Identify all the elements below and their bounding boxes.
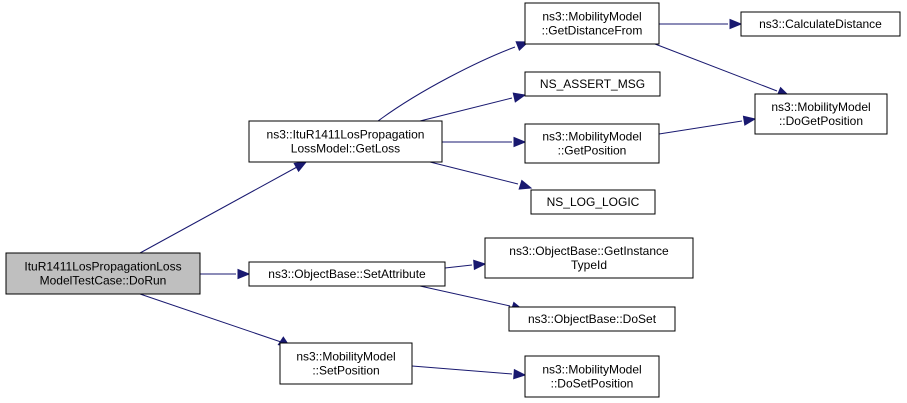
edge-line bbox=[419, 97, 513, 122]
edge-line bbox=[444, 264, 473, 269]
node-label-line: NS_LOG_LOGIC bbox=[547, 195, 640, 209]
node-label-line: ItuR1411LosPropagationLoss bbox=[24, 260, 181, 274]
node-ns_log_logic[interactable]: NS_LOG_LOGIC bbox=[530, 189, 656, 215]
node-box[interactable] bbox=[248, 261, 446, 287]
node-label-line: ns3::MobilityModel bbox=[542, 363, 641, 377]
edge-getposition-to-dogetposition bbox=[658, 115, 757, 135]
edge-setposition-to-dosetposition bbox=[411, 365, 527, 380]
node-label-line: ::DoSetPosition bbox=[551, 377, 634, 391]
node-label-line: TypeId bbox=[571, 258, 607, 272]
edge-dorun-to-setattribute bbox=[200, 268, 251, 280]
node-calculatedistance[interactable]: ns3::CalculateDistance bbox=[740, 11, 901, 37]
edge-line bbox=[139, 166, 298, 254]
edge-line bbox=[658, 120, 743, 135]
edge-dorun-to-setposition bbox=[139, 293, 292, 348]
node-box[interactable] bbox=[524, 2, 660, 45]
node-label-line: ns3::ItuR1411LosPropagation bbox=[267, 128, 425, 142]
node-label-line: ::SetPosition bbox=[312, 364, 379, 378]
node-setposition[interactable]: ns3::MobilityModel::SetPosition bbox=[279, 342, 413, 385]
arrowhead-icon bbox=[729, 18, 743, 30]
node-label-line: ns3::MobilityModel bbox=[771, 100, 870, 114]
node-box[interactable] bbox=[5, 252, 201, 295]
edge-getdistancefrom-to-calculatedistance bbox=[659, 18, 743, 30]
node-label-line: ns3::MobilityModel bbox=[296, 350, 395, 364]
edge-setattribute-to-getinstancetypeid bbox=[444, 259, 487, 271]
node-dorun[interactable]: ItuR1411LosPropagationLossModelTestCase:… bbox=[5, 252, 201, 295]
node-label-line: ns3::ObjectBase::SetAttribute bbox=[268, 267, 426, 281]
node-box[interactable] bbox=[248, 120, 443, 163]
node-box[interactable] bbox=[279, 342, 413, 385]
edge-getloss-to-getposition bbox=[442, 136, 527, 148]
node-doset[interactable]: ns3::ObjectBase::DoSet bbox=[508, 306, 676, 332]
node-label-line: ::GetDistanceFrom bbox=[542, 24, 643, 38]
arrowhead-icon bbox=[512, 92, 527, 103]
edge-line bbox=[429, 161, 519, 185]
edge-setattribute-to-doset bbox=[419, 285, 525, 312]
arrowhead-icon bbox=[742, 115, 757, 126]
edge-line bbox=[419, 285, 511, 307]
node-label-line: ::GetPosition bbox=[558, 144, 627, 158]
edge-line bbox=[654, 43, 778, 92]
edge-getloss-to-getdistancefrom bbox=[377, 41, 530, 122]
arrowhead-icon bbox=[293, 161, 308, 173]
node-label-line: ::DoGetPosition bbox=[779, 114, 863, 128]
node-dosetposition[interactable]: ns3::MobilityModel::DoSetPosition bbox=[524, 355, 660, 398]
node-setattribute[interactable]: ns3::ObjectBase::SetAttribute bbox=[248, 261, 446, 287]
nodes-layer: ItuR1411LosPropagationLossModelTestCase:… bbox=[5, 2, 901, 398]
node-dogetposition[interactable]: ns3::MobilityModel::DoGetPosition bbox=[754, 93, 888, 135]
node-label-line: ns3::ObjectBase::GetInstance bbox=[509, 244, 669, 258]
node-getposition[interactable]: ns3::MobilityModel::GetPosition bbox=[524, 123, 660, 164]
node-label-line: ns3::CalculateDistance bbox=[759, 17, 882, 31]
node-label-line: NS_ASSERT_MSG bbox=[540, 77, 645, 91]
edge-dorun-to-getloss bbox=[139, 161, 308, 254]
node-box[interactable] bbox=[524, 355, 660, 398]
edge-line bbox=[377, 46, 516, 122]
node-box[interactable] bbox=[740, 11, 901, 37]
edge-line bbox=[139, 293, 285, 344]
edge-getdistancefrom-to-dogetposition bbox=[654, 43, 791, 97]
arrowhead-icon bbox=[513, 136, 527, 148]
edge-line bbox=[411, 365, 513, 375]
edge-getloss-to-ns_log_logic bbox=[429, 161, 533, 190]
node-box[interactable] bbox=[530, 189, 656, 215]
node-label-line: ns3::MobilityModel bbox=[542, 130, 641, 144]
arrowhead-icon bbox=[518, 179, 533, 190]
node-getdistancefrom[interactable]: ns3::MobilityModel::GetDistanceFrom bbox=[524, 2, 660, 45]
node-ns_assert_msg[interactable]: NS_ASSERT_MSG bbox=[524, 71, 661, 97]
node-getloss[interactable]: ns3::ItuR1411LosPropagationLossModel::Ge… bbox=[248, 120, 443, 163]
node-label-line: ns3::ObjectBase::DoSet bbox=[528, 312, 657, 326]
arrowhead-icon bbox=[237, 268, 251, 280]
node-box[interactable] bbox=[484, 237, 694, 279]
node-box[interactable] bbox=[524, 123, 660, 164]
node-label-line: LossModel::GetLoss bbox=[291, 142, 400, 156]
edges-layer bbox=[139, 18, 791, 380]
node-box[interactable] bbox=[524, 71, 661, 97]
edge-getloss-to-ns_assert_msg bbox=[419, 92, 527, 122]
node-label-line: ns3::MobilityModel bbox=[542, 10, 641, 24]
arrowhead-icon bbox=[473, 259, 487, 271]
arrowhead-icon bbox=[513, 368, 527, 380]
node-label-line: ModelTestCase::DoRun bbox=[40, 274, 167, 288]
node-box[interactable] bbox=[754, 93, 888, 135]
node-box[interactable] bbox=[508, 306, 676, 332]
